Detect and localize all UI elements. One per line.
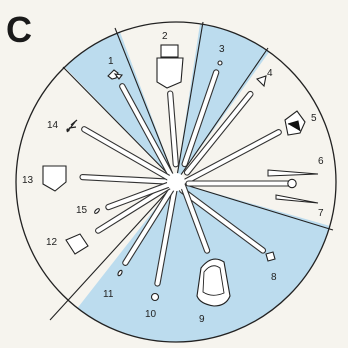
center-hub [167,173,185,191]
rod-shape [276,195,318,203]
small-ring-icon [266,252,275,261]
spoke-6 [186,179,296,187]
stick [186,181,292,186]
rod-knob [288,179,296,187]
item-label-13: 13 [22,175,34,186]
item-label-14: 14 [47,120,59,131]
rod-shape [268,170,318,176]
large-vessel-icon [197,259,230,306]
tiny-branch-icon [66,120,77,132]
item-label-6: 6 [318,156,324,167]
small-angular-icon [257,76,266,86]
item-label-3: 3 [219,44,225,55]
cube-icon [285,111,305,135]
branch-node [66,128,69,131]
item-label-1: 1 [108,56,114,67]
item-label-9: 9 [199,314,205,325]
item-label-4: 4 [267,68,273,79]
item-label-7: 7 [318,208,324,219]
item-label-5: 5 [311,113,317,124]
item-label-15: 15 [76,205,88,216]
tiny-mark-icon [94,208,100,214]
stick [167,91,178,167]
large-box-icon [157,45,183,88]
item-6-rod [268,170,318,176]
item-label-2: 2 [162,31,168,42]
box-top [161,45,178,57]
item-label-8: 8 [271,272,277,283]
circle-icon [152,294,159,301]
box-body [157,58,183,88]
item-7-rod [276,195,318,203]
spoke-2 [167,91,178,167]
tiny-dot-icon [218,61,222,65]
item-label-11: 11 [103,289,114,300]
pentagon-icon [43,166,66,191]
item-label-10: 10 [145,309,157,320]
item-label-12: 12 [46,237,58,248]
diamond-icon [66,234,88,254]
